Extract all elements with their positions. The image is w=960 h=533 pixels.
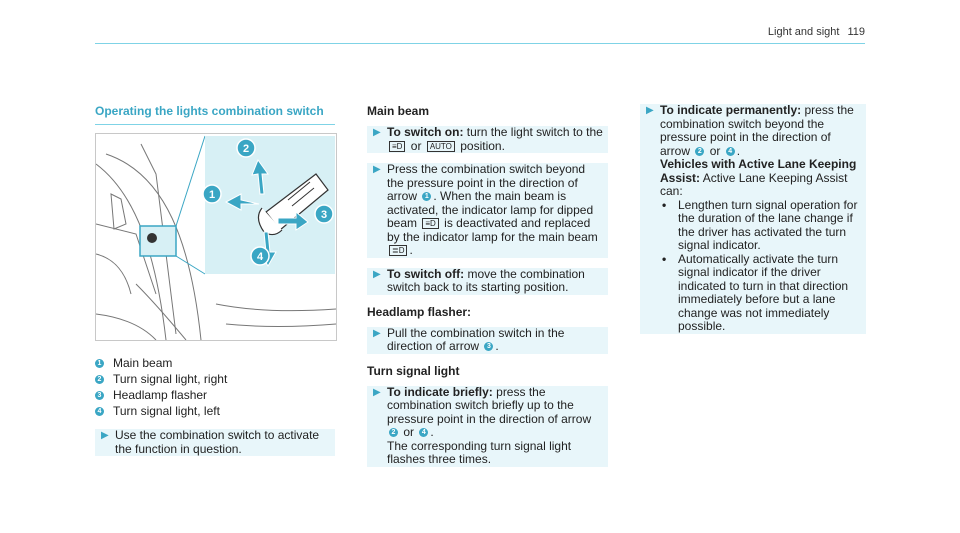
page-number: 119 (847, 26, 865, 38)
legend-item: 3 Headlamp flasher (95, 387, 335, 403)
step-text-part: position. (460, 138, 505, 153)
arrow-2 (251, 158, 269, 195)
step-text-part: or (709, 143, 721, 158)
main-beam-heading: Main beam (367, 104, 430, 118)
step-arrow-icon: ▶ (373, 127, 381, 138)
bullet-item: • Automatically activate the turn signal … (660, 251, 862, 334)
step-text: To switch off: move the combination swit… (387, 266, 608, 295)
detail-box (139, 225, 177, 257)
step-arrow-icon: ▶ (101, 430, 109, 441)
step-text: Pull the combination switch in the direc… (387, 325, 608, 354)
arrow-1 (224, 193, 260, 211)
step-text-part: Active Lane Keeping Assist can: (660, 170, 848, 198)
step-text: To indicate permanently: press the combi… (660, 103, 866, 334)
step-label: To indicate permanently: (660, 103, 802, 117)
turn-signal-heading: Turn signal light (367, 363, 460, 378)
arrow-number: 3 (484, 342, 494, 352)
flasher-heading: Headlamp flasher: (367, 304, 472, 319)
step-arrow-icon: ▶ (373, 386, 381, 398)
step-arrow-icon: ▶ (373, 268, 381, 280)
dipped-beam-icon: ≡D (389, 140, 406, 152)
callout-3: 3 (321, 209, 327, 221)
callout-2: 2 (243, 143, 249, 155)
step-label: To switch on: (387, 125, 464, 139)
step-label: To indicate briefly: (387, 384, 493, 399)
legend-text: Turn signal light, left (113, 404, 220, 418)
step-text: To switch on: turn the light switch to t… (387, 125, 607, 153)
dipped-beam-icon: ≡D (422, 218, 439, 230)
step-text-part: . (495, 339, 499, 353)
switch-drawing: 1 2 3 4 (96, 135, 336, 340)
step-text-part: press the combination switch beyond the … (660, 103, 854, 158)
arrow-number: 1 (422, 192, 432, 202)
section-name: Light and sight (767, 26, 840, 38)
step-text-part: or (410, 138, 422, 153)
legend-number: 4 (95, 406, 104, 416)
main-beam-icon: ≣D (389, 245, 408, 257)
lever-drawing (257, 173, 329, 236)
instruction-step: ▶ Use the combination switch to activate… (95, 428, 335, 456)
step-arrow-icon: ▶ (646, 105, 654, 116)
step-text: To indicate briefly: press the combinati… (387, 384, 608, 467)
arrow-number: 4 (725, 146, 735, 156)
instruction-step: ▶ Press the combination switch beyond th… (367, 162, 608, 258)
step-label: To switch off: (387, 266, 465, 281)
step-arrow-icon: ▶ (373, 327, 381, 339)
step-text-part: . When the main beam is activated, the i… (387, 189, 594, 230)
step-text-part: or (403, 425, 415, 439)
step-text-part: . (409, 243, 413, 257)
legend-number: 3 (95, 390, 104, 400)
step-text: Use the combination switch to activate t… (115, 428, 320, 456)
callout-1: 1 (209, 189, 215, 201)
step-text-part: Pull the combination switch in the direc… (387, 325, 565, 353)
legend-item: 1 Main beam (95, 355, 335, 371)
bullet-text: Automatically activate the turn signal i… (678, 251, 849, 333)
bullet-dot: • (662, 197, 667, 212)
header-rule (95, 43, 865, 44)
legend-number: 2 (95, 374, 104, 384)
instruction-step: ▶ To switch on: turn the light switch to… (367, 125, 608, 153)
column-1: Operating the lights combination switch (95, 104, 337, 456)
bullet-item: • Lengthen turn signal operation for the … (660, 197, 862, 253)
arrow-3 (277, 210, 309, 231)
legend-text: Main beam (113, 356, 173, 370)
legend-text: Turn signal light, right (113, 372, 228, 386)
combination-switch-illustration: 1 2 3 4 (95, 133, 337, 341)
arrow-number: 2 (695, 146, 705, 156)
legend-number: 1 (95, 358, 104, 368)
bullet-dot: • (662, 251, 667, 266)
section-title: Operating the lights combination switch (95, 104, 335, 125)
step-text-part: Press the combination switch beyond the … (387, 162, 586, 203)
column-3: ▶ To indicate permanently: press the com… (640, 103, 866, 334)
legend-text: Headlamp flasher (113, 388, 208, 402)
step-label: Vehicles with Active Lane Keeping Assist… (660, 157, 857, 185)
step-text-part: . (430, 425, 434, 439)
step-text-part: press the combination switch briefly up … (387, 384, 592, 426)
figure-legend: 1 Main beam 2 Turn signal light, right 3 He… (95, 355, 335, 419)
running-header: Light and sight 119 (768, 26, 865, 38)
instruction-step: ▶ To switch off: move the combination sw… (367, 266, 608, 295)
step-text-part: move the combination switch back to its … (387, 266, 585, 294)
callout-4: 4 (257, 251, 264, 263)
legend-item: 4 Turn signal light, left (95, 403, 335, 419)
arrow-number: 2 (389, 428, 398, 438)
column-2: Main beam ▶ To switch on: turn the light… (367, 104, 608, 467)
step-text-part: is deactivated and replaced by the indic… (387, 216, 598, 244)
instruction-step: ▶ To indicate permanently: press the com… (640, 103, 866, 334)
step-arrow-icon: ▶ (373, 164, 381, 175)
arrow-number: 4 (419, 428, 429, 438)
instruction-step: ▶ To indicate briefly: press the combina… (367, 384, 608, 467)
step-text: Press the combination switch beyond the … (387, 162, 608, 258)
bullet-text: Lengthen turn signal operation for the d… (678, 197, 858, 252)
step-text-part: The corresponding turn signal light flas… (387, 438, 572, 466)
auto-icon: AUTO (426, 140, 455, 152)
instruction-step: ▶ Pull the combination switch in the dir… (367, 325, 608, 354)
legend-item: 2 Turn signal light, right (95, 371, 335, 387)
step-text-part: turn the light switch to the (466, 125, 603, 139)
